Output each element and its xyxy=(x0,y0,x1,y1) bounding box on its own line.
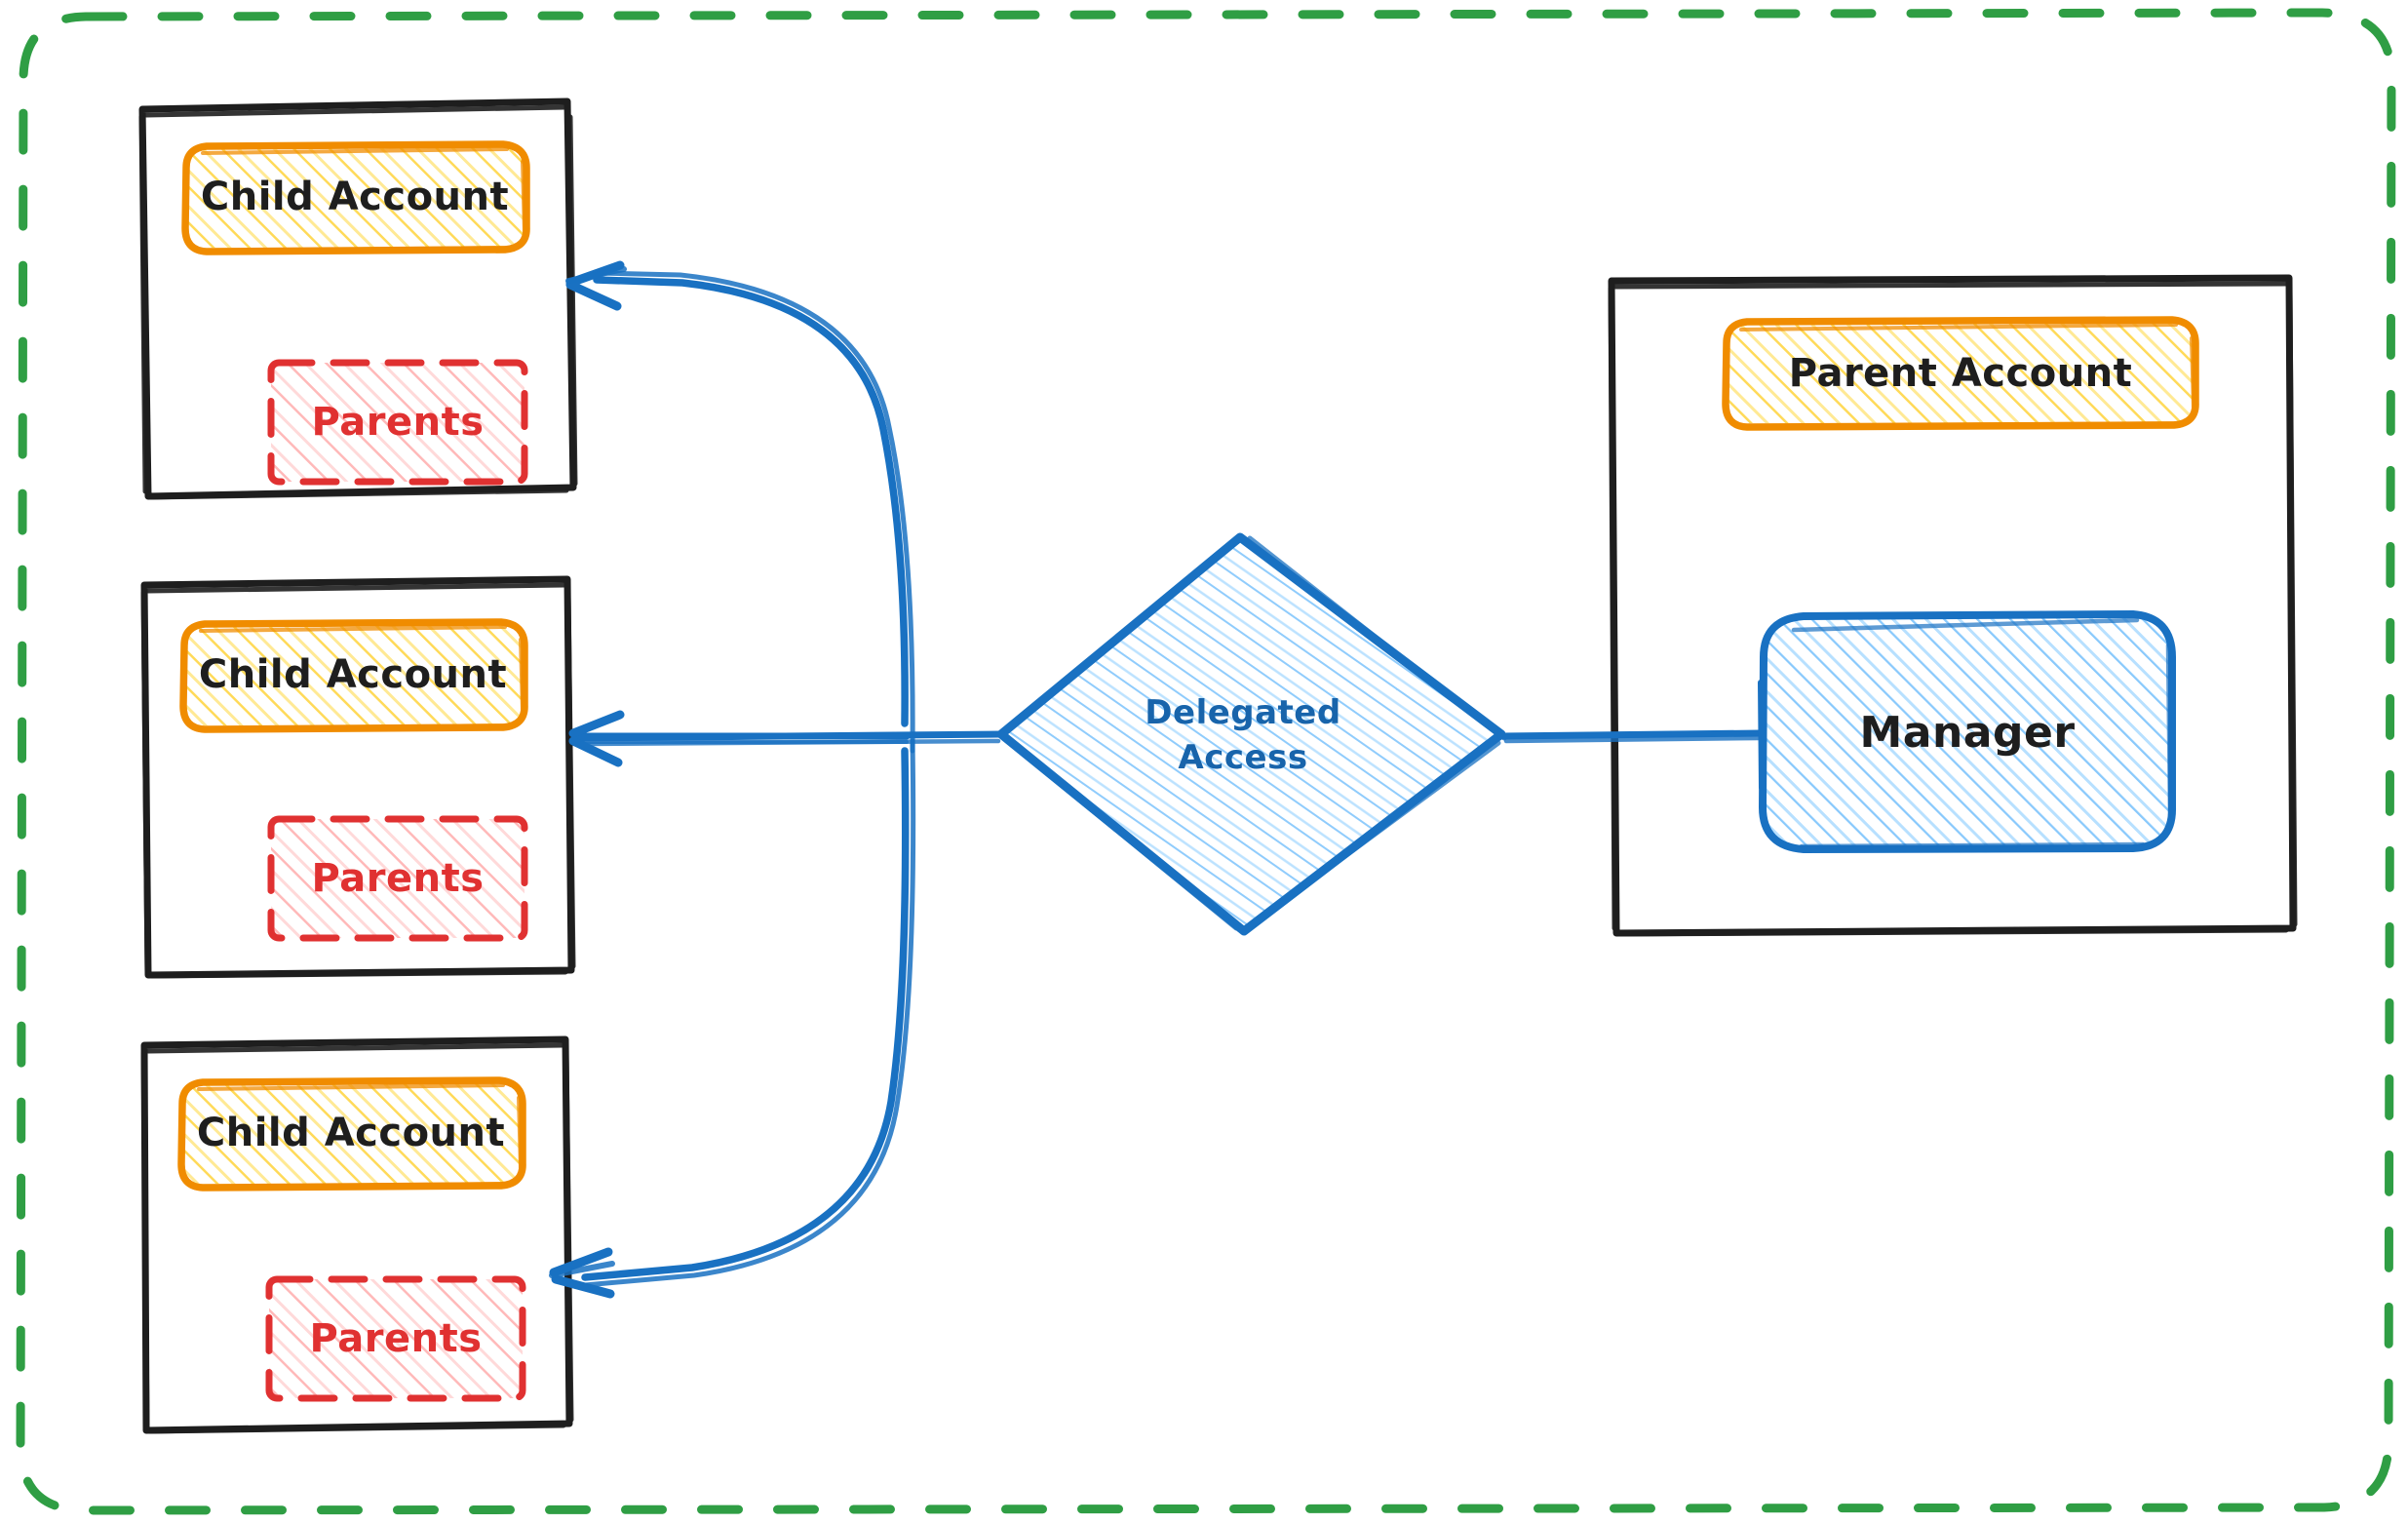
parents-box-1[interactable] xyxy=(267,359,528,486)
parents-box-3[interactable] xyxy=(265,1275,526,1402)
edge-manager-to-delegated-access xyxy=(1497,680,1765,791)
delegated-access-diamond[interactable] xyxy=(996,532,1507,936)
parent-account-box[interactable] xyxy=(1722,316,2199,431)
edge-to-child-2 xyxy=(568,710,911,767)
child-account-box-2[interactable] xyxy=(179,618,528,733)
arrowhead-to-child-1 xyxy=(565,260,627,311)
edge-trunk xyxy=(573,270,1005,1288)
child-account-box-1[interactable] xyxy=(181,140,530,255)
child-account-box-3[interactable] xyxy=(177,1076,526,1192)
organization-boundary xyxy=(16,8,2396,1515)
manager-box[interactable] xyxy=(1759,610,2177,853)
arrowhead-to-child-3 xyxy=(549,1247,615,1299)
parents-box-2[interactable] xyxy=(267,815,528,942)
